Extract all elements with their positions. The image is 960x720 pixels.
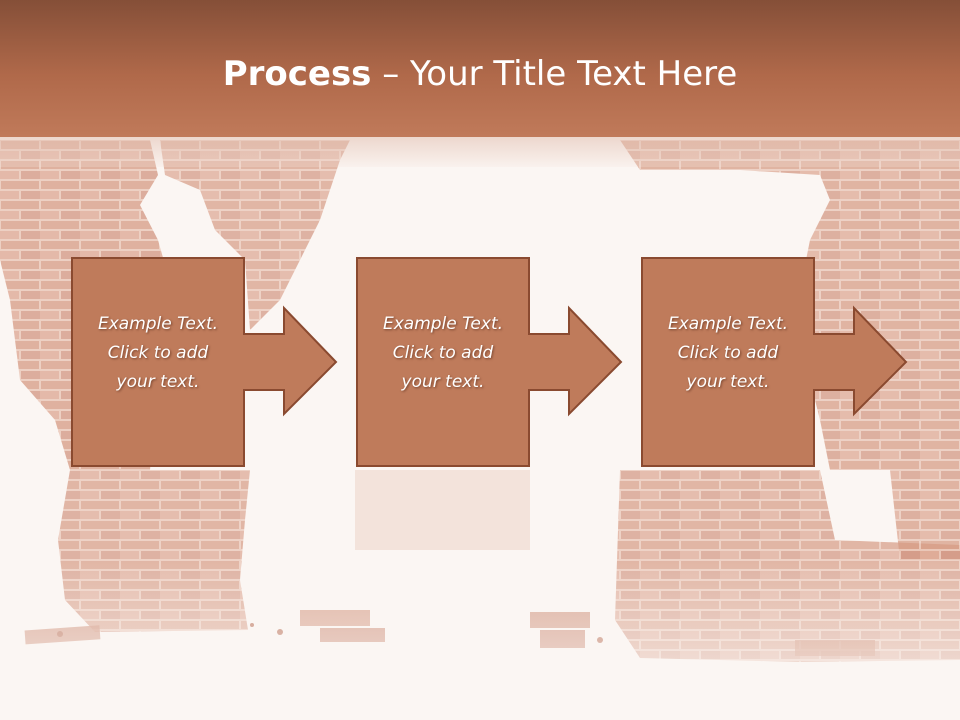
- title-shadow-band: [0, 137, 960, 167]
- process-step-2[interactable]: Example Text. Click to add your text.: [355, 256, 625, 468]
- center-reflection: [355, 470, 530, 550]
- title-bold: Process: [222, 54, 372, 94]
- title-rest: – Your Title Text Here: [371, 54, 738, 94]
- right-arrow-icon: [641, 257, 908, 467]
- floor-fade: [0, 560, 960, 720]
- step-2-text[interactable]: Example Text. Click to add your text.: [382, 314, 504, 392]
- right-arrow-icon: [71, 257, 338, 467]
- title-bar: Process – Your Title Text Here: [0, 0, 960, 137]
- left-wall-upper: [160, 140, 350, 330]
- slide-title[interactable]: Process – Your Title Text Here: [0, 52, 960, 96]
- process-step-3[interactable]: Example Text. Click to add your text.: [640, 256, 910, 468]
- process-step-1[interactable]: Example Text. Click to add your text.: [70, 256, 340, 468]
- step-1-text[interactable]: Example Text. Click to add your text.: [97, 314, 219, 392]
- right-wall-upper: [620, 140, 960, 560]
- step-3-text[interactable]: Example Text. Click to add your text.: [667, 314, 789, 392]
- right-arrow-icon: [356, 257, 623, 467]
